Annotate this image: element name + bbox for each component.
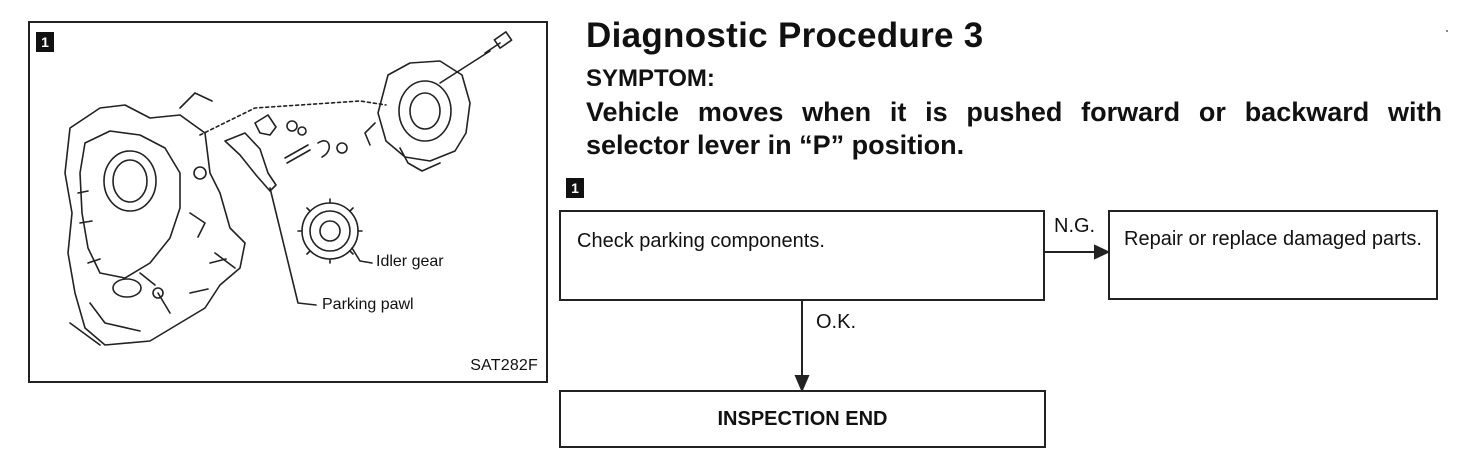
ng-label: N.G. bbox=[1054, 215, 1096, 237]
check-parking-components-box: Check parking components. bbox=[559, 210, 1045, 301]
page-title: Diagnostic Procedure 3 bbox=[586, 16, 984, 55]
figure-code: SAT282F bbox=[470, 357, 538, 374]
ng-arrowhead bbox=[1094, 244, 1111, 260]
idler-gear-callout: Idler gear bbox=[376, 253, 444, 270]
scan-speck bbox=[1446, 30, 1448, 32]
repair-replace-box: Repair or replace damaged parts. bbox=[1108, 210, 1438, 300]
figure-panel: 1 Idler gear Parking pawl SAT282F bbox=[28, 21, 548, 383]
parking-components-illustration bbox=[64, 31, 513, 346]
ok-label: O.K. bbox=[816, 311, 857, 333]
symptom-text: Vehicle moves when it is pushed forward … bbox=[586, 97, 1442, 160]
inspection-end-box: INSPECTION END bbox=[559, 390, 1046, 448]
figure-step-marker: 1 bbox=[36, 32, 54, 52]
ok-arrowhead bbox=[794, 375, 810, 393]
parking-pawl-callout: Parking pawl bbox=[322, 296, 414, 313]
flowchart-step-marker: 1 bbox=[566, 178, 584, 198]
symptom-label: SYMPTOM: bbox=[586, 65, 715, 92]
